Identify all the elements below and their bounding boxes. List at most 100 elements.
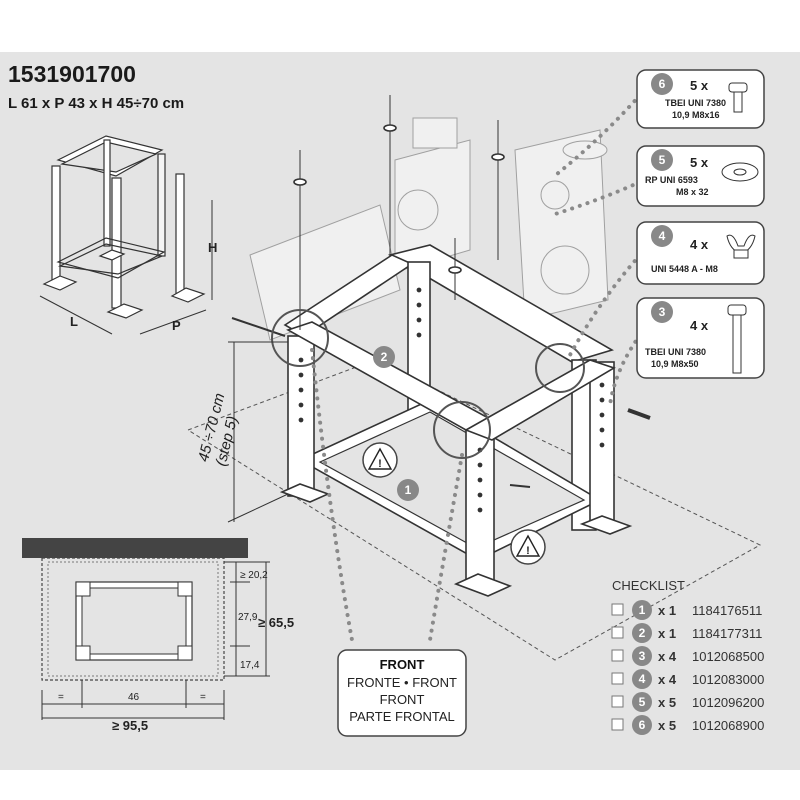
checklist-checkbox[interactable] (611, 649, 624, 662)
long-bolt-icon (727, 304, 747, 374)
hardware-qty: 4 x (690, 318, 709, 333)
washer-icon (721, 162, 759, 182)
checklist-badge (632, 623, 652, 643)
hardware-spec: TBEI UNI 7380 (665, 98, 726, 108)
product-dimensions: L 61 x P 43 x H 45÷70 cm (8, 95, 184, 112)
svg-text:!: ! (378, 458, 382, 470)
detail-circle-left (271, 309, 329, 367)
checklist-item: 6 x 5 1012068900 (611, 715, 764, 735)
svg-text:4: 4 (659, 229, 666, 243)
overview-label-l: L (70, 314, 78, 329)
checklist-qty: x 4 (658, 672, 677, 687)
front-line-1: FRONTE • FRONT (347, 675, 457, 690)
svg-text:2: 2 (381, 350, 388, 364)
checklist-qty: x 4 (658, 649, 677, 664)
checklist-checkbox[interactable] (611, 672, 624, 685)
warning-icon: ! (362, 442, 398, 478)
wing-nut-icon (726, 234, 756, 259)
svg-text:3: 3 (659, 305, 666, 319)
warning-icon: ! (510, 529, 546, 565)
hardware-spec: M8 x 32 (676, 187, 709, 197)
checklist-badge (632, 692, 652, 712)
overview-label-h: H (208, 240, 217, 255)
guide-line (550, 180, 642, 217)
checklist-qty: x 1 (658, 603, 676, 618)
product-code: 1531901700 (8, 61, 136, 87)
guide-line (608, 333, 642, 407)
plan-dim-bottom: 17,4 (240, 660, 260, 671)
checklist-checkbox[interactable] (611, 695, 624, 708)
plan-dim-depth: ≥ 65,5 (258, 615, 294, 630)
plan-view: ≥ 20,2 27,9 ≥ 65,5 17,4 = = 46 ≥ 95,5 (22, 538, 294, 733)
callout-badge-2: 2 (373, 346, 395, 368)
checklist-qty: x 5 (658, 718, 676, 733)
checklist-badge (632, 600, 652, 620)
svg-text:!: ! (526, 545, 530, 557)
hardware-qty: 4 x (690, 237, 709, 252)
checklist-badge (632, 646, 652, 666)
checklist-badge (632, 715, 652, 735)
checklist-item: 3 x 4 1012068500 (611, 646, 764, 666)
plan-dim-inner: 46 (128, 692, 140, 703)
hardware-box-4: 4 4 x UNI 5448 A - M8 (636, 221, 765, 285)
ghost-machines (249, 117, 609, 341)
overview-label-p: P (172, 318, 181, 333)
checklist-title: CHECKLIST (612, 578, 685, 593)
checklist-code: 1184176511 (692, 603, 762, 618)
detail-circle-front (433, 401, 491, 459)
hardware-box-6: 6 5 x TBEI UNI 7380 10,9 M8x16 (636, 69, 765, 129)
front-title: FRONT (380, 657, 425, 672)
svg-text:5: 5 (659, 153, 666, 167)
checklist-code: 1012068500 (692, 649, 764, 664)
checklist-item: 4 x 4 1012083000 (611, 669, 764, 689)
checklist-item: 2 x 1 1184177311 (611, 623, 762, 643)
checklist-checkbox[interactable] (611, 603, 624, 616)
checklist-badge (632, 669, 652, 689)
checklist-checkbox[interactable] (611, 626, 624, 639)
hardware-spec: 10,9 M8x50 (651, 359, 699, 369)
guide-line (310, 348, 354, 642)
guide-line (428, 453, 464, 642)
hardware-box-5: 5 5 x RP UNI 6593 M8 x 32 (636, 145, 765, 207)
checklist-qty: x 1 (658, 626, 676, 641)
front-line-2: FRONT (380, 692, 425, 707)
checklist-badge-number: 1 (639, 603, 646, 617)
detail-circle-right (535, 343, 585, 393)
hardware-spec: UNI 5448 A - M8 (651, 264, 718, 274)
hardware-qty: 5 x (690, 155, 709, 170)
hardware-spec: 10,9 M8x16 (672, 110, 720, 120)
checklist-code: 1012068900 (692, 718, 764, 733)
plan-dim-top: ≥ 20,2 (240, 570, 268, 581)
front-line-3: PARTE FRONTAL (349, 709, 454, 724)
plan-dim-width: ≥ 95,5 (112, 718, 148, 733)
checklist-code: 1184177311 (692, 626, 762, 641)
hardware-spec: RP UNI 6593 (645, 175, 698, 185)
plan-dim-mid: 27,9 (238, 612, 258, 623)
callout-badge-1: 1 (397, 479, 419, 501)
plan-eq-left: = (58, 692, 64, 703)
checklist-qty: x 5 (658, 695, 676, 710)
checklist-badge-number: 2 (639, 626, 646, 640)
overview-stand: L P H (39, 135, 217, 335)
checklist-badge-number: 4 (639, 672, 646, 686)
front-label-box: FRONT FRONTE • FRONT FRONT PARTE FRONTAL (337, 649, 467, 737)
checklist-badge-number: 6 (639, 718, 646, 732)
checklist-item: 5 x 5 1012096200 (611, 692, 764, 712)
short-bolt-icon (728, 82, 748, 113)
height-dimension: 45 ÷70 cm (step 5) (195, 341, 289, 523)
checklist-checkbox[interactable] (611, 718, 624, 731)
svg-text:1: 1 (405, 483, 412, 497)
checklist-item: 1 x 1 1184176511 (611, 600, 762, 620)
svg-text:6: 6 (659, 77, 666, 91)
hardware-qty: 5 x (690, 78, 709, 93)
plan-eq-right: = (200, 692, 206, 703)
hardware-spec: TBEI UNI 7380 (645, 347, 706, 357)
checklist-code: 1012096200 (692, 695, 764, 710)
hardware-box-3: 3 4 x TBEI UNI 7380 10,9 M8x50 (636, 297, 765, 379)
checklist-badge-number: 5 (639, 695, 646, 709)
checklist-code: 1012083000 (692, 672, 764, 687)
checklist-badge-number: 3 (639, 649, 646, 663)
